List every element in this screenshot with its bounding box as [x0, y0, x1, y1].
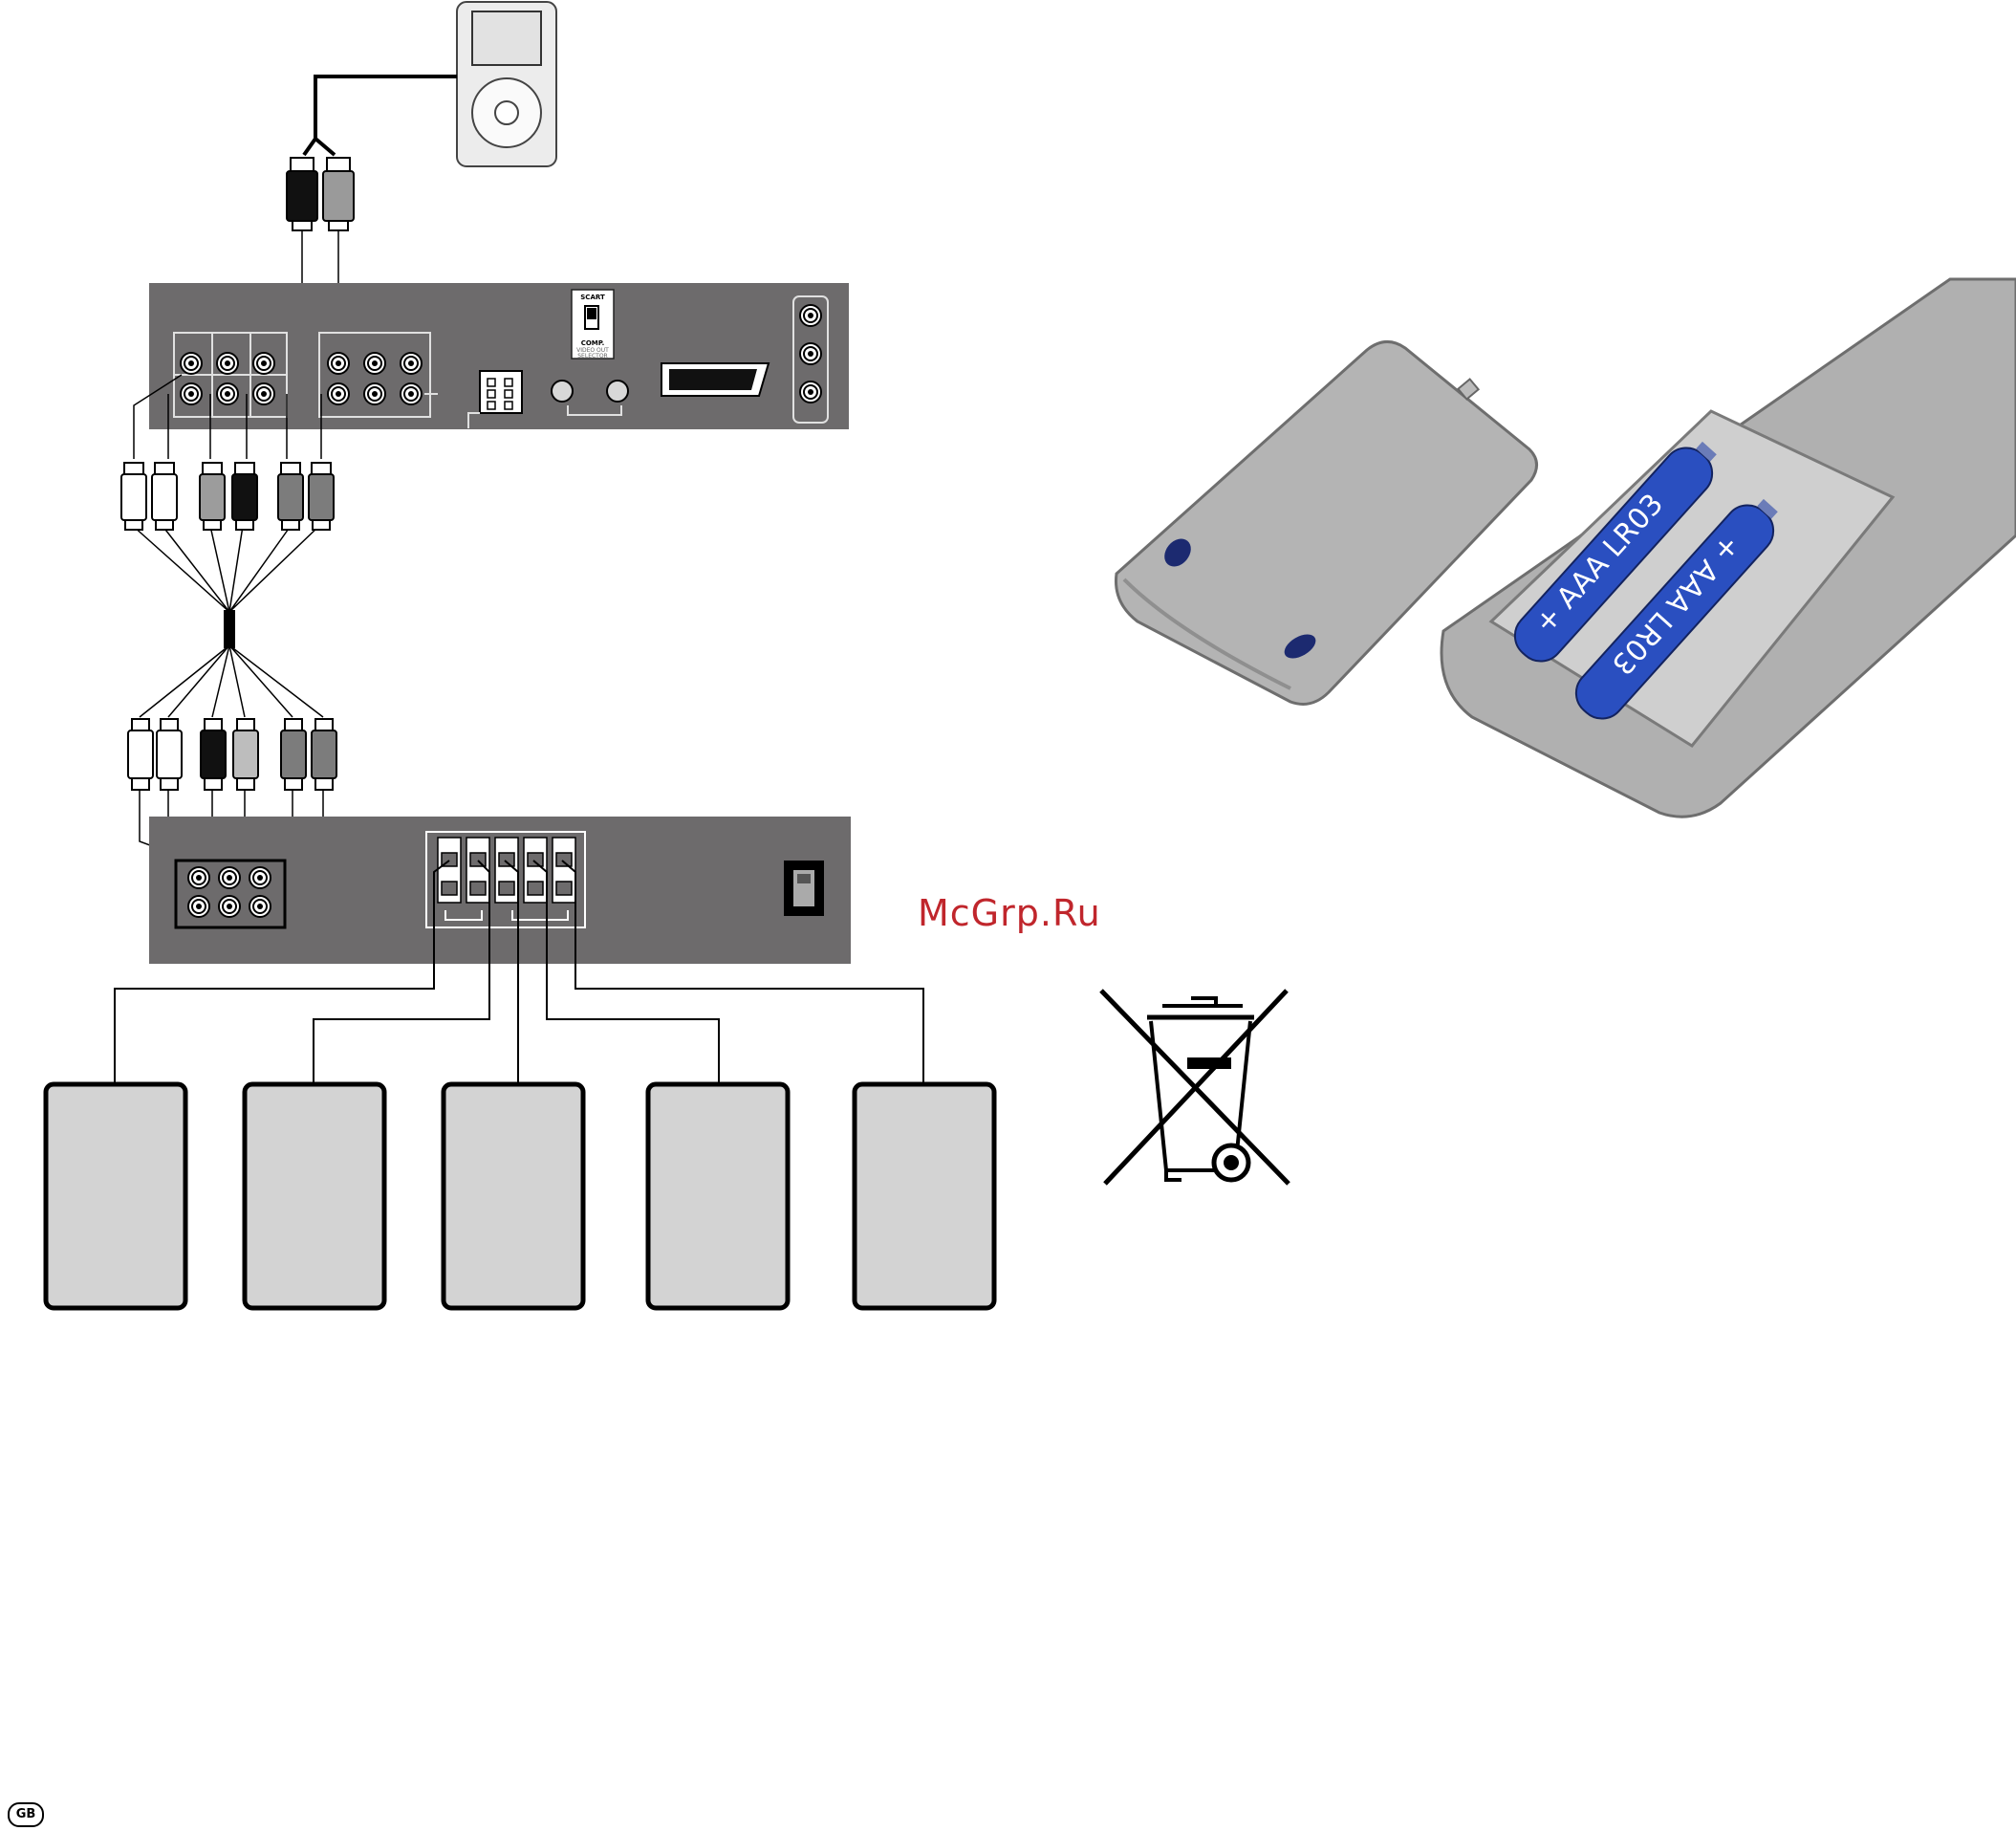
speaker-center [444, 1084, 583, 1308]
switch-top-label: SCART [580, 294, 605, 301]
upper-plugs [121, 463, 334, 530]
amplifier-rear-panel [149, 817, 851, 964]
dvd-rear-panel [149, 283, 849, 429]
ipod-cable [304, 76, 457, 155]
speaker-surround-left [648, 1084, 788, 1308]
ipod-plug-left [287, 158, 317, 230]
ipod-icon [457, 2, 556, 166]
weee-bin-icon [1101, 991, 1289, 1184]
lower-plugs [128, 719, 336, 790]
switch-bottom-label: COMP. [581, 339, 605, 347]
ipod-plug-right [323, 158, 354, 230]
watermark-text: McGrp.Ru [918, 892, 1101, 934]
switch-caption-line2: SELECTOR [577, 353, 607, 360]
speaker-surround-right [855, 1084, 994, 1308]
page-language-badge: GB [8, 1802, 44, 1827]
speaker-front-right [245, 1084, 384, 1308]
speaker-front-left [46, 1084, 185, 1308]
